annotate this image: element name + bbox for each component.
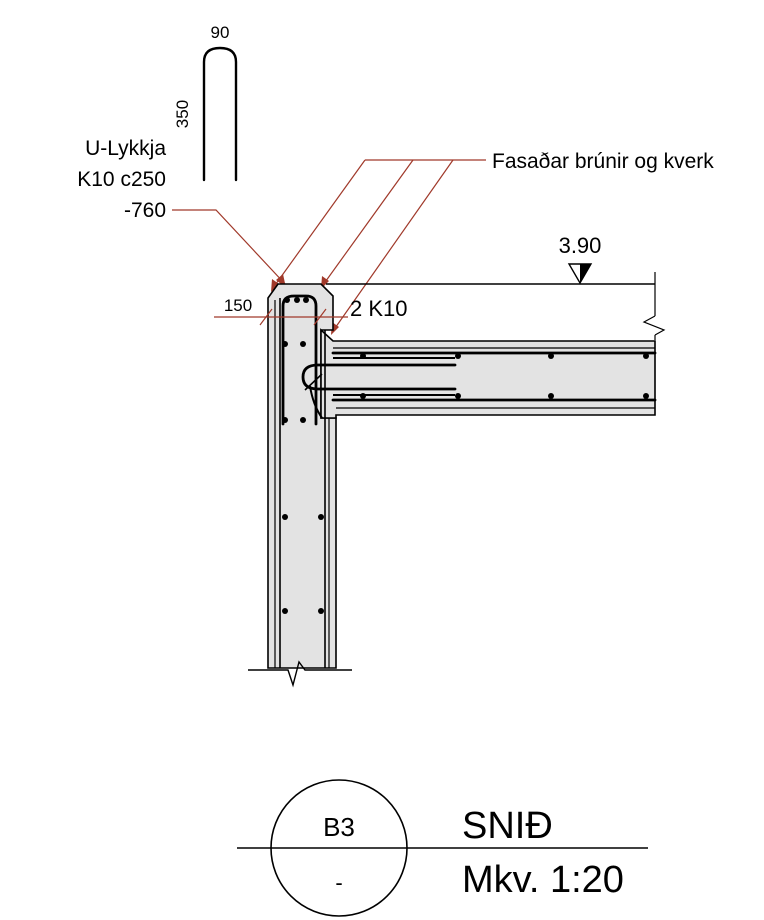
rebar-dot: [282, 608, 288, 614]
rebar-dot: [455, 393, 461, 399]
rebar-dot: [300, 417, 306, 423]
rebar-note-line-1: U-Lykkja: [85, 137, 166, 160]
rebar-note-line-2: K10 c250: [77, 168, 166, 191]
chamfer-note: Fasaðar brúnir og kverk: [492, 150, 714, 173]
rebar-dot: [548, 353, 554, 359]
level-marker: 3.90: [559, 233, 602, 285]
u-bar-height-dimension: 350: [173, 100, 192, 128]
wall-break-line: [248, 660, 352, 688]
wall-dimension: 150 2 K10: [214, 296, 408, 326]
upper-slab-outline: [326, 272, 666, 340]
rebar-dot: [282, 514, 288, 520]
rebar-dot: [294, 297, 300, 303]
reinforcement: [279, 294, 657, 668]
rebar-dot: [282, 341, 288, 347]
rebar-dot: [318, 514, 324, 520]
rebar-dot: [318, 608, 324, 614]
rebar-note-line-3: -760: [124, 199, 166, 222]
rebar-note: U-Lykkja K10 c250 -760: [77, 137, 166, 222]
rebar-dot: [360, 353, 366, 359]
section-sheet-ref: -: [335, 870, 342, 895]
concrete-section: [267, 283, 656, 669]
rebar-dot: [284, 297, 290, 303]
rebar-dot: [643, 393, 649, 399]
rebar-dot: [300, 341, 306, 347]
rebar-dot: [303, 297, 309, 303]
section-scale: Mkv. 1:20: [462, 859, 624, 901]
wall-width-dimension: 150: [224, 296, 252, 315]
rebar-dots: [282, 297, 649, 614]
rebar-dot: [360, 393, 366, 399]
u-bar-shape: 90 350: [173, 23, 238, 182]
u-bar-width-dimension: 90: [211, 23, 230, 42]
title-block: B3 - SNIÐ Mkv. 1:20: [237, 779, 648, 917]
rebar-dot: [643, 353, 649, 359]
rebar-dot: [282, 417, 288, 423]
section-title: SNIÐ: [462, 805, 553, 847]
rebar-dot: [548, 393, 554, 399]
rebar-dot: [455, 353, 461, 359]
chamfer-note-text: Fasaðar brúnir og kverk: [492, 150, 714, 173]
level-value: 3.90: [559, 233, 602, 258]
slab: [320, 328, 656, 419]
top-bars-label: 2 K10: [350, 296, 408, 321]
section-code: B3: [323, 812, 355, 842]
chamfer-note-leaders: [271, 159, 486, 335]
rebar-note-leader: [172, 209, 287, 288]
